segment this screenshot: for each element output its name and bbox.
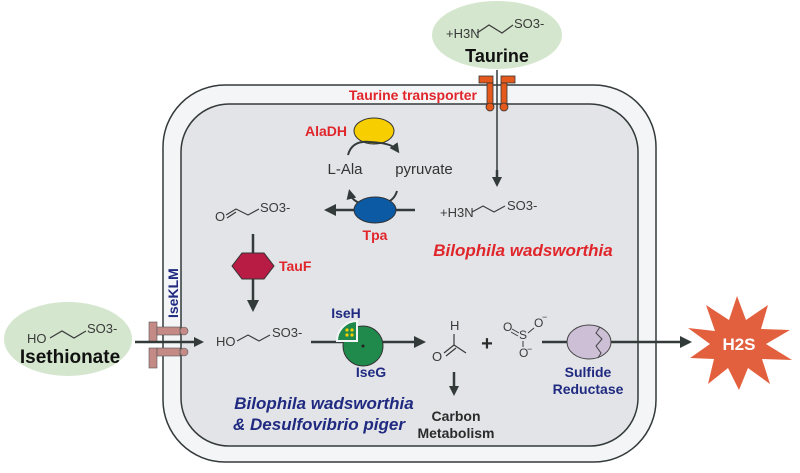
svg-text:−: −	[542, 312, 547, 322]
aladh-enzyme	[353, 117, 395, 145]
svg-text:+H3N: +H3N	[440, 205, 474, 220]
iseg-center-dot	[361, 344, 365, 348]
sulfide-reductase-label-1: Sulfide	[565, 364, 612, 380]
iseh-cofactor-dots	[345, 328, 354, 337]
tpa-enzyme	[353, 196, 397, 224]
svg-text:−: −	[527, 344, 532, 354]
taurine-transporter-protein	[478, 70, 516, 182]
svg-text:S: S	[519, 328, 527, 342]
plus-sign: +	[481, 333, 493, 355]
aladh-label: AlaDH	[305, 123, 347, 139]
svg-text:SO3-: SO3-	[87, 321, 117, 336]
cell-cytoplasm	[180, 103, 639, 447]
cycle-arc-upper	[347, 140, 400, 156]
svg-text:O: O	[503, 320, 512, 334]
organism-label-bilophila-desulfovibrio-2: & Desulfovibrio piger	[233, 415, 406, 434]
iseklm-transporter-protein	[148, 321, 189, 369]
sulfite-structure: O S O − O −	[503, 312, 547, 360]
iseg-label: IseG	[356, 364, 386, 380]
sulfide-reductase-cleft	[595, 326, 603, 359]
taurine-structure: +H3N SO3-	[446, 16, 544, 41]
svg-text:SO3-: SO3-	[260, 200, 290, 215]
tauf-enzyme	[231, 252, 275, 280]
organism-label-bilophila-desulfovibrio-1: Bilophila wadsworthia	[234, 394, 413, 413]
svg-text:H: H	[450, 318, 459, 333]
isethionate-structure: HO SO3-	[27, 321, 117, 346]
acetaldehyde-structure: H O	[432, 318, 467, 364]
internal-taurine-structure: +H3N SO3-	[440, 198, 537, 220]
taurine-transporter-label: Taurine transporter	[349, 87, 478, 103]
svg-text:+H3N: +H3N	[446, 26, 480, 41]
svg-text:O: O	[215, 209, 225, 224]
svg-text:O: O	[519, 346, 528, 360]
h2s-burst	[688, 296, 792, 390]
carbon-metabolism-label-2: Metabolism	[417, 425, 494, 441]
h2s-label: H2S	[722, 335, 755, 354]
l-ala-label: L-Ala	[327, 161, 363, 178]
sulfide-reductase-label-2: Reductase	[553, 381, 624, 397]
organism-label-bilophila: Bilophila wadsworthia	[433, 241, 612, 260]
internal-isethionate-structure: HO SO3-	[216, 325, 302, 349]
taurine-bubble	[432, 1, 562, 69]
tauf-label: TauF	[279, 258, 312, 274]
svg-text:HO: HO	[27, 331, 47, 346]
taurine-label: Taurine	[465, 46, 529, 66]
svg-text:SO3-: SO3-	[272, 325, 302, 340]
svg-text:HO: HO	[216, 334, 236, 349]
svg-text:SO3-: SO3-	[507, 198, 537, 213]
isethionate-label: Isethionate	[20, 347, 120, 368]
isethionate-bubble	[4, 302, 132, 376]
tpa-label: Tpa	[363, 227, 388, 243]
iseh-label: IseH	[331, 305, 361, 321]
svg-text:O: O	[534, 316, 543, 330]
carbon-metabolism-label-1: Carbon	[432, 408, 481, 424]
svg-text:O: O	[432, 349, 442, 364]
sulfide-reductase-enzyme	[566, 324, 612, 360]
pyruvate-label: pyruvate	[395, 161, 453, 178]
iseklm-label: IseKLM	[165, 268, 181, 318]
svg-text:SO3-: SO3-	[514, 16, 544, 31]
sulfoacetaldehyde-structure: O SO3-	[215, 200, 290, 224]
